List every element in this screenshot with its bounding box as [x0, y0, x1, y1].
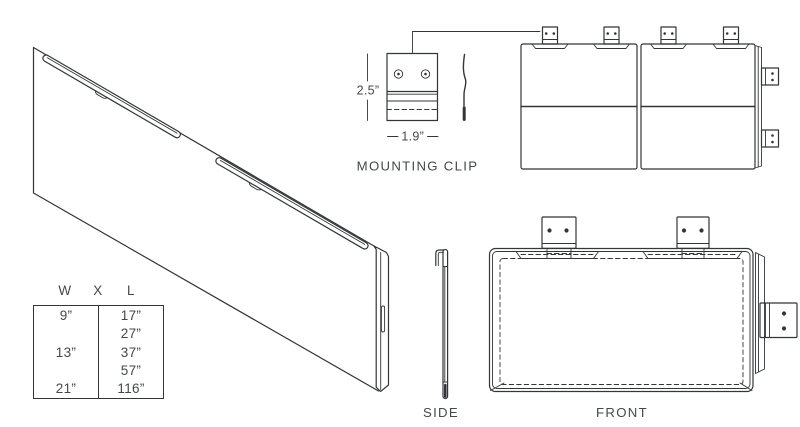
assembly-right-edge — [754, 45, 762, 169]
panel-perspective-view — [32, 46, 390, 393]
panel-assembly-view — [520, 26, 780, 170]
assembly-top-clips — [531, 26, 750, 49]
table-cell: 9” — [59, 307, 73, 323]
front-top-clip-left — [515, 216, 599, 259]
table-cell: 17” — [120, 307, 142, 323]
size-table-length-column: 17” 27” 37” 57” 116” — [98, 306, 163, 398]
clip-side-profile — [462, 53, 467, 121]
table-cell: 27” — [120, 326, 142, 342]
table-cell: 57” — [120, 362, 142, 378]
side-view-label: SIDE — [423, 405, 459, 420]
front-right-edge — [755, 252, 765, 374]
clip-height-dimension: 2.5” — [357, 84, 380, 98]
size-table-header-l: L — [126, 283, 135, 298]
size-table-box: 9” 13” 21” 17” 27” 37” 57” 116” — [33, 305, 164, 399]
size-table-header: W X L — [33, 283, 164, 305]
table-cell — [34, 361, 98, 379]
front-view-label: FRONT — [596, 405, 648, 420]
mounting-clip-detail — [367, 31, 541, 137]
size-table-header-x: X — [93, 283, 103, 298]
front-top-clip-right — [642, 216, 743, 259]
size-table-width-column: 9” 13” 21” — [34, 306, 98, 398]
table-cell: 116” — [117, 381, 145, 397]
size-table-header-w: W — [58, 283, 72, 298]
size-table: W X L 9” 13” 21” 17” 27” 37” 57” 116” — [33, 283, 164, 399]
panel-side-view — [435, 248, 449, 400]
diagram-labels: 2.5” 1.9” MOUNTING CLIP SIDE FRONT — [357, 84, 648, 421]
mounting-clip-label: MOUNTING CLIP — [357, 159, 479, 174]
front-side-clip — [759, 302, 798, 339]
table-cell — [34, 324, 98, 342]
table-cell: 21” — [55, 381, 77, 397]
panel-front-view — [488, 216, 798, 393]
table-cell: 13” — [55, 344, 77, 360]
clip-width-dimension: 1.9” — [401, 130, 424, 144]
table-cell: 37” — [120, 344, 142, 360]
assembly-side-clips — [760, 67, 780, 148]
